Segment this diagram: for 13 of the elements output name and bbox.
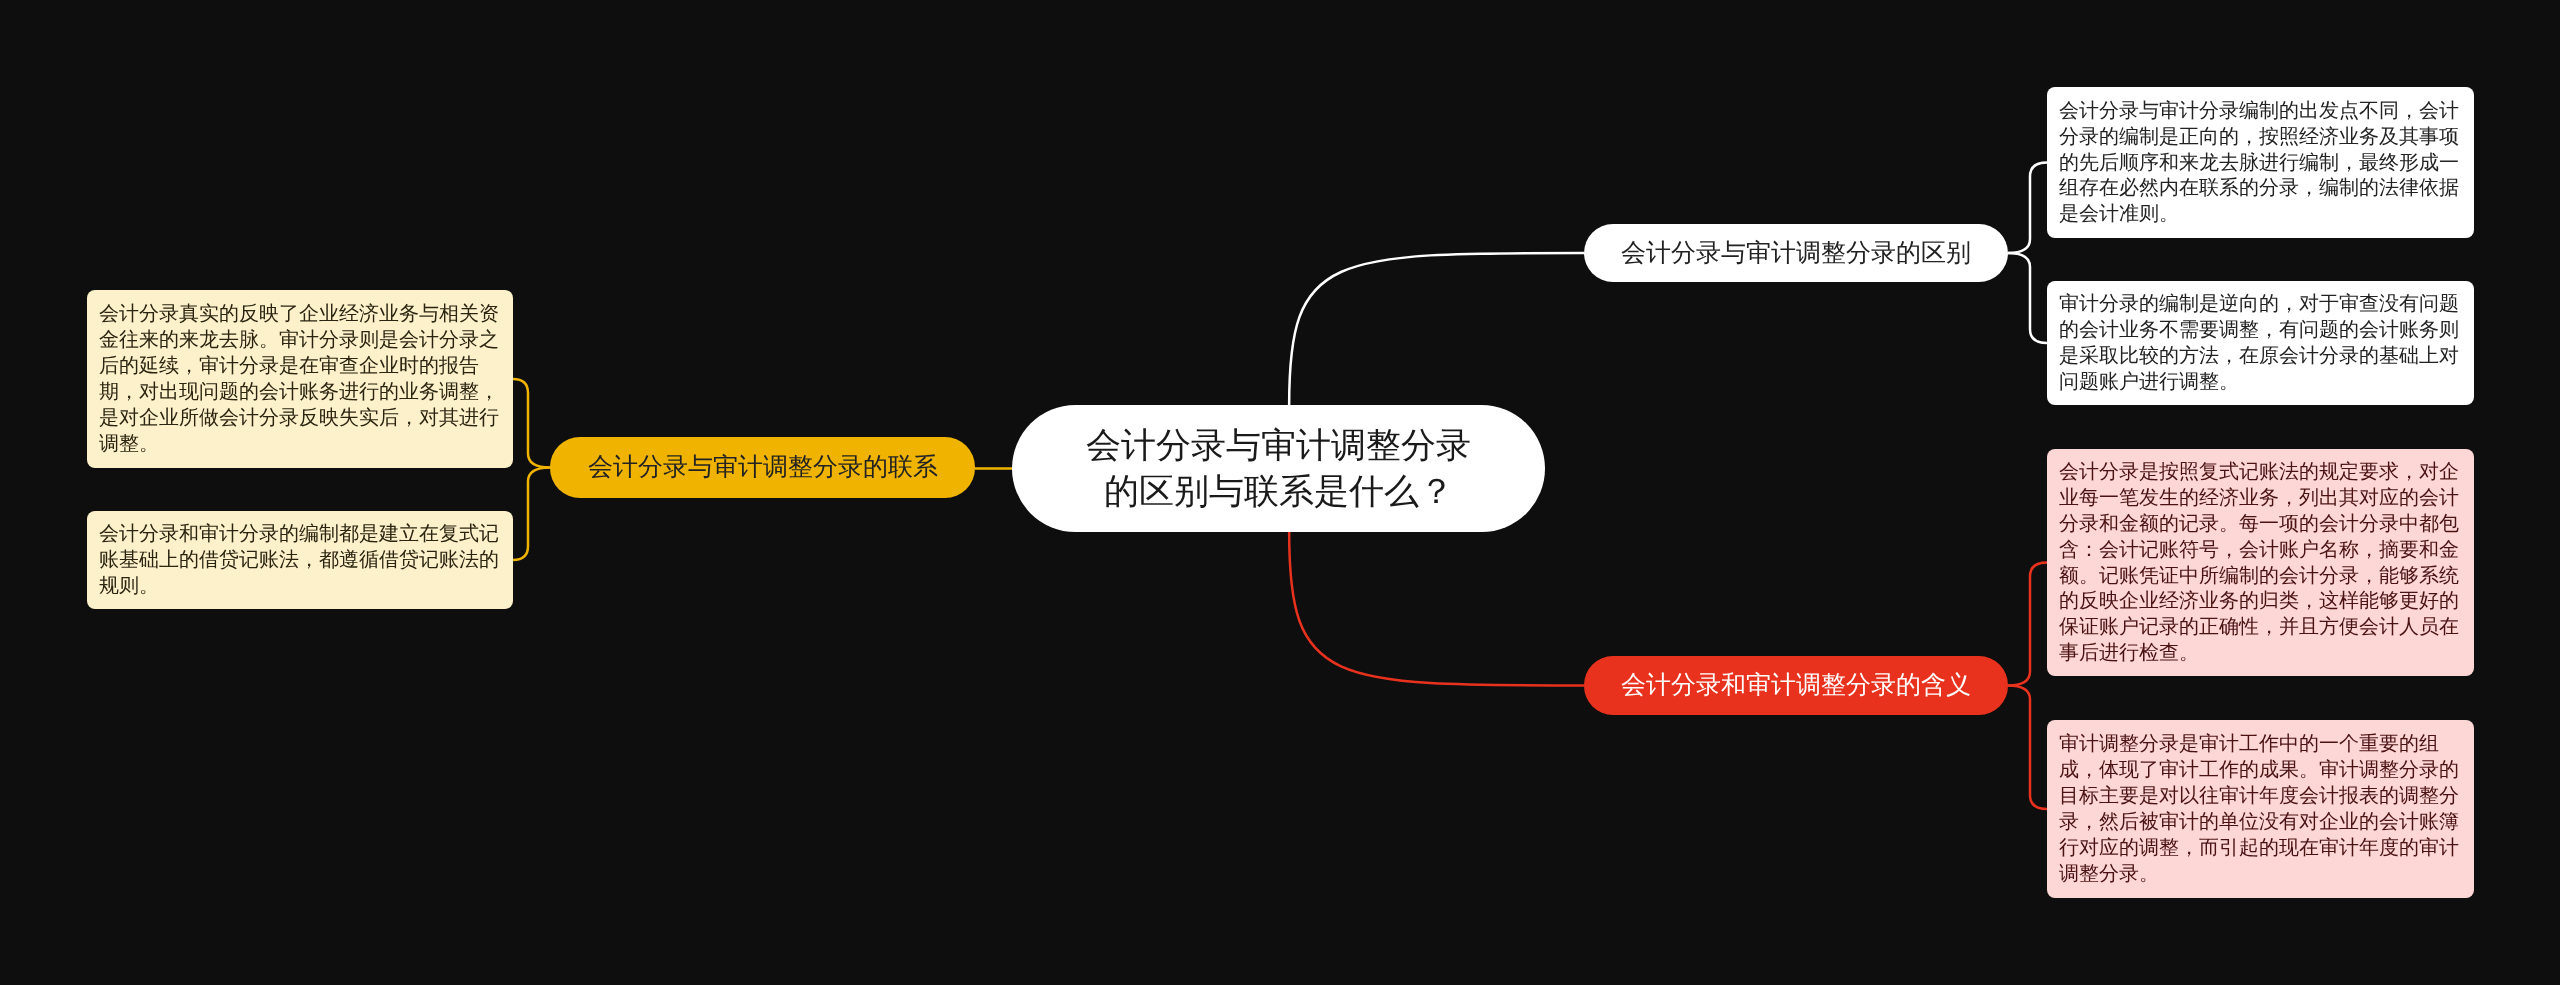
branch-topic: 会计分录和审计调整分录的含义 — [1584, 656, 2008, 715]
note-box: 会计分录和审计分录的编制都是建立在复式记账基础上的借贷记账法，都遵循借贷记账法的规则。 — [87, 511, 513, 609]
note-box: 审计分录的编制是逆向的，对于审查没有问题的会计业务不需要调整，有问题的会计账务则是采取比较的方法，在原会计分录的基础上对问题账户进行调整。 — [2047, 281, 2474, 405]
connector-line — [975, 467, 1012, 470]
connector-line — [1287, 251, 1584, 406]
branch-topic: 会计分录与审计调整分录的联系 — [550, 437, 975, 498]
note-box: 会计分录真实的反映了企业经济业务与相关资金往来的来龙去脉。审计分录则是会计分录之后的延续，审计分录是在审查企业时的报告期，对出现问题的会计账务进行的业务调整，是对企业所做会计分录反映失实后，对其进行调整。 — [87, 290, 513, 468]
note-box: 会计分录与审计分录编制的出发点不同，会计分录的编制是正向的，按照经济业务及其事项的先后顺序和来龙去脉进行编制，最终形成一组存在必然内在联系的分录，编制的法律依据是会计准则。 — [2047, 87, 2474, 238]
central-topic: 会计分录与审计调整分录的区别与联系是什么？ — [1012, 405, 1545, 532]
note-box: 审计调整分录是审计工作中的一个重要的组成，体现了审计工作的成果。审计调整分录的目标主要是对以往审计年度会计报表的调整分录，然后被审计的单位没有对企业的会计账簿行对应的调整，而引起的现在审计年度的审计调整分录。 — [2047, 720, 2474, 898]
branch-topic: 会计分录与审计调整分录的区别 — [1584, 224, 2008, 282]
connector-line — [1287, 531, 1584, 687]
note-box: 会计分录是按照复式记账法的规定要求，对企业每一笔发生的经济业务，列出其对应的会计分录和金额的记录。每一项的会计分录中都包含：会计记账符号，会计账户名称，摘要和金额。记账凭证中所编制的会计分录，能够系统的反映企业经济业务的归类，这样能够更好的保证账户记录的正确性，并且方便会计人员在事后进行检查。 — [2047, 449, 2474, 676]
